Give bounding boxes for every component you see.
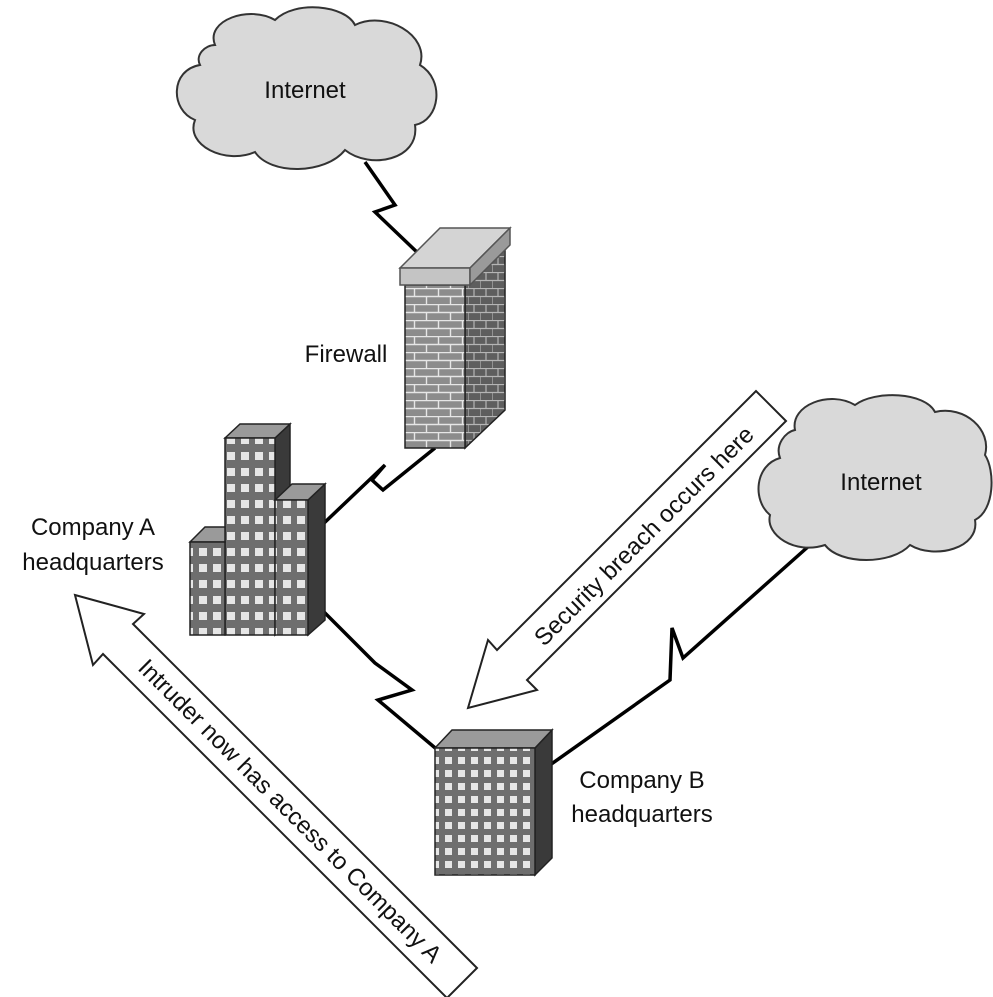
brick-wall-icon <box>398 226 512 450</box>
company-b-label-line1: Company B <box>579 767 704 794</box>
company-b-building: Company B headquarters <box>433 728 713 877</box>
company-a-label-line2: headquarters <box>22 549 163 576</box>
link-internet-company-b <box>548 543 812 767</box>
link-internet-firewall <box>363 160 422 257</box>
breach-arrow: Security breach occurs here <box>466 389 788 710</box>
company-b-label-line2: headquarters <box>571 801 712 828</box>
office-towers-icon <box>188 422 327 637</box>
firewall-wall: Firewall <box>305 226 512 450</box>
link-firewall-company-a <box>320 446 437 527</box>
office-building-icon <box>433 728 554 877</box>
internet-top-cloud: Internet <box>175 6 438 170</box>
breach-arrow-label: Security breach occurs here <box>529 421 759 651</box>
cloud-icon <box>175 6 438 170</box>
link-company-a-company-b <box>320 608 442 754</box>
intruder-arrow-label: Intruder now has access to Company A <box>132 654 446 968</box>
breach-arrow-shape <box>466 389 788 710</box>
company-a-building: Company A headquarters <box>22 422 327 637</box>
internet-right-label: Internet <box>840 469 922 496</box>
company-a-label-line1: Company A <box>31 514 155 541</box>
internet-top-label: Internet <box>264 77 346 104</box>
intruder-arrow-shape <box>73 593 479 997</box>
firewall-label: Firewall <box>305 341 388 368</box>
cloud-icon <box>757 394 993 561</box>
internet-right-cloud: Internet <box>757 394 993 561</box>
intruder-arrow: Intruder now has access to Company A <box>73 593 479 997</box>
